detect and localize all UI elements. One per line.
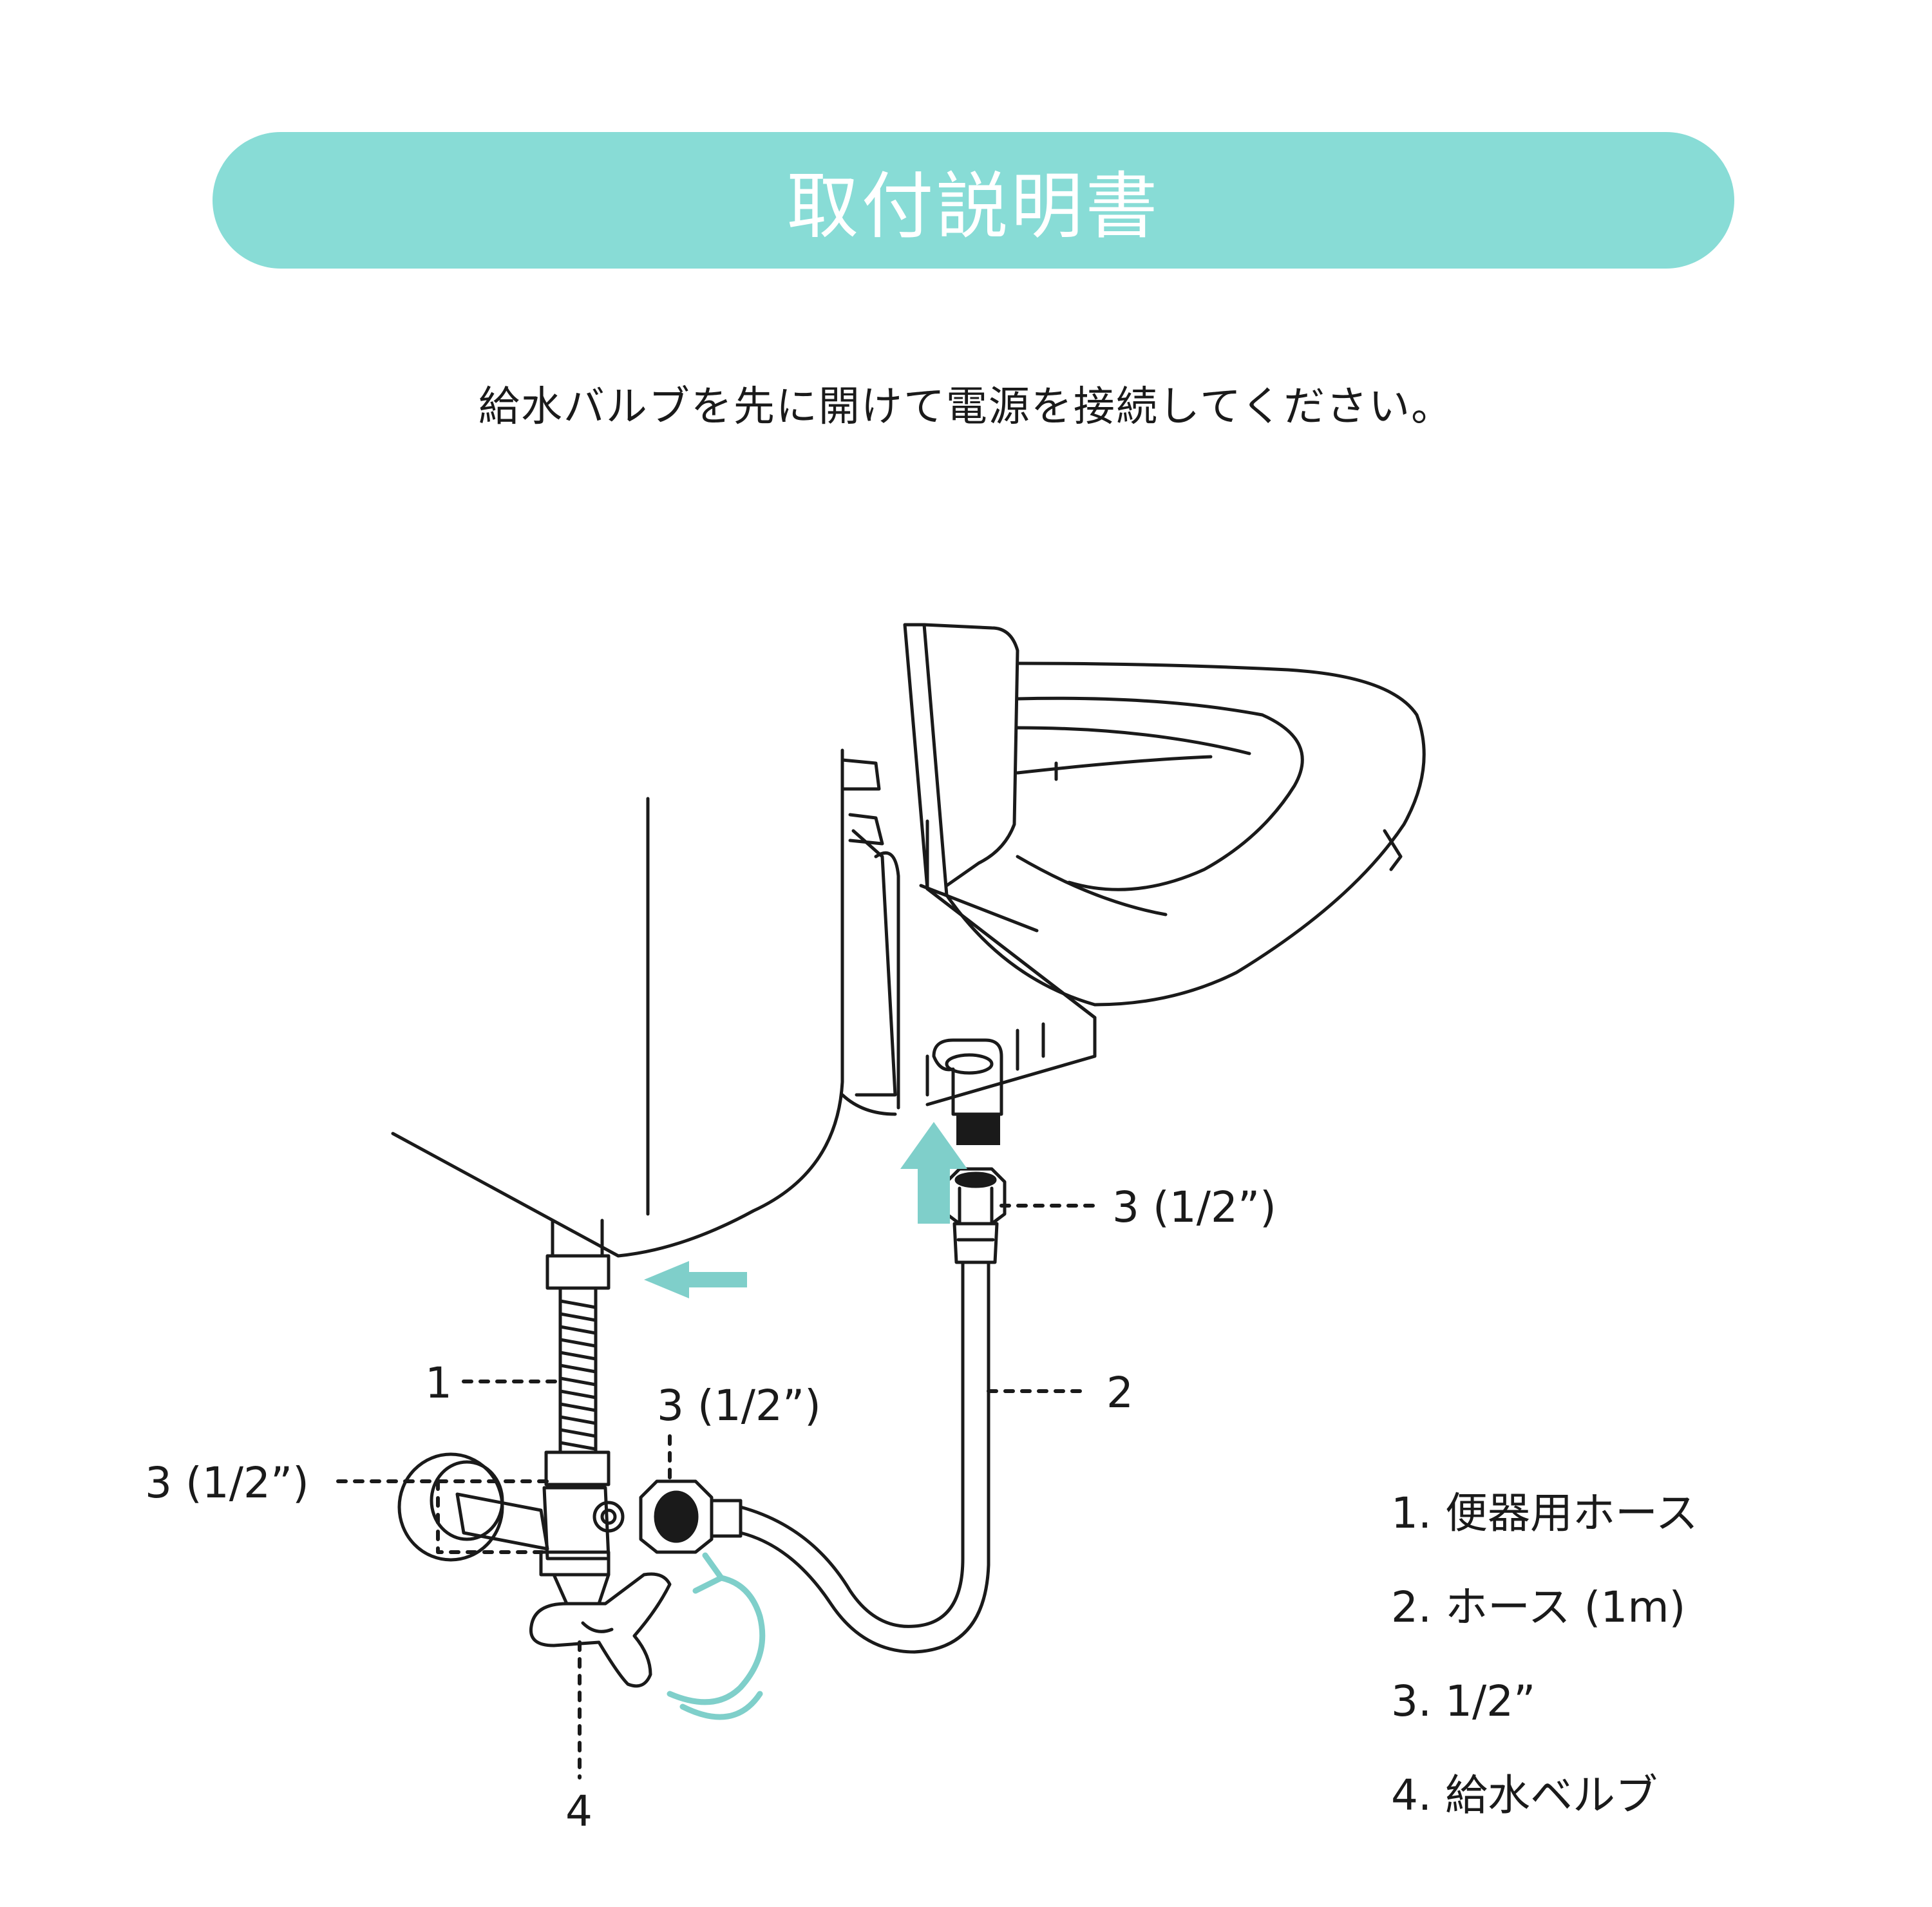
valve-handle	[529, 1572, 672, 1688]
callout-4: 4	[565, 1787, 592, 1836]
page-title: 取付説明書	[786, 165, 1160, 249]
callout-3-mid: 3 (1/2”)	[657, 1381, 821, 1430]
hose-nut-valve	[639, 1479, 743, 1554]
callout-3-top: 3 (1/2”)	[1112, 1182, 1276, 1232]
toilet-inlet-elbow	[925, 1038, 1003, 1116]
legend-item: 4. 給水ベルブ	[1391, 1770, 1658, 1820]
rotate-arrow-icon	[667, 1552, 766, 1720]
flex-hose	[739, 1260, 990, 1654]
legend-item: 3. 1/2”	[1391, 1676, 1536, 1726]
legend-item: 2. ホース (1m)	[1391, 1582, 1686, 1632]
up-arrow-icon	[900, 1122, 967, 1224]
hose-nut-top	[945, 1167, 1007, 1264]
toilet-seat	[945, 661, 1426, 1007]
left-arrow-icon	[644, 1261, 747, 1298]
tank-hose	[544, 1219, 611, 1486]
callout-2: 2	[1106, 1368, 1133, 1418]
angle-valve	[397, 1452, 625, 1606]
toilet-tank	[391, 748, 844, 1258]
title-banner: 取付説明書	[213, 132, 1734, 269]
legend-item: 1. 便器用ホース	[1391, 1488, 1698, 1538]
leader-lines	[336, 1204, 1103, 1779]
instruction-text: 給水バルブを先に開けて電源を接続してください。	[478, 383, 1454, 431]
toilet-lid	[903, 623, 1039, 933]
threaded-nipple	[956, 1114, 1000, 1145]
parts-legend: 1. 便器用ホース 2. ホース (1m) 3. 1/2” 4. 給水ベルブ	[1391, 1475, 1698, 1851]
toilet-base	[840, 758, 1097, 1116]
callout-3-left: 3 (1/2”)	[145, 1458, 309, 1508]
callout-1: 1	[425, 1358, 452, 1408]
